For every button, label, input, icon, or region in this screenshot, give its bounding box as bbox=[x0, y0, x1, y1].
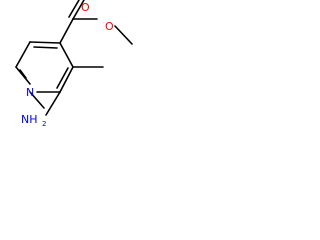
bond-ring-n-c6 bbox=[15, 66, 31, 85]
ester-oxygen-label: O bbox=[105, 20, 114, 33]
ring-nitrogen-label: N bbox=[26, 86, 34, 99]
bond-ester-o-methyl bbox=[114, 25, 133, 45]
amine-nitrogen-label: NH bbox=[21, 113, 38, 126]
molecule-drawing: N NH 2 O O bbox=[15, 0, 133, 128]
bond-ring-c3-c2-inner bbox=[56, 67, 69, 89]
amine-subscript-label: 2 bbox=[42, 120, 46, 128]
structure-diagram: N NH 2 O O bbox=[0, 0, 164, 145]
bond-c2-nh2 bbox=[45, 91, 61, 116]
bond-ring-c4-c3 bbox=[59, 42, 74, 68]
bond-ring-c5-c4-inner bbox=[33, 46, 58, 49]
bond-c4-carbonyl bbox=[59, 18, 74, 44]
bond-ring-c5-c4 bbox=[29, 41, 61, 44]
carbonyl-oxygen-label: O bbox=[81, 1, 90, 14]
bond-ring-n-c2 bbox=[29, 91, 45, 109]
bond-ring-n-c6-inner bbox=[19, 69, 27, 79]
bond-carbonyl-o-double-b bbox=[68, 0, 80, 18]
bond-carbonyl-o-double-a bbox=[72, 0, 85, 20]
bond-ring-c3-c2 bbox=[59, 66, 74, 93]
bond-ring-c6-c5 bbox=[15, 41, 31, 68]
